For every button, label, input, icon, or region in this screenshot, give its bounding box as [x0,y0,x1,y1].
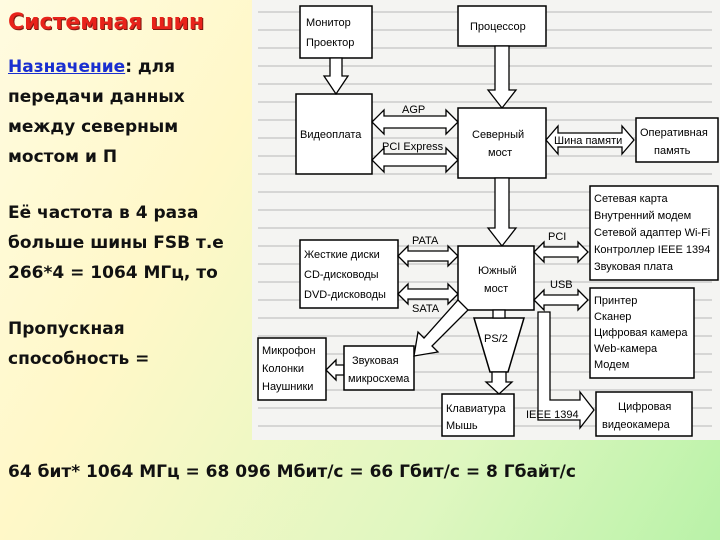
frequency-block: Её частота в 4 раза больше шины FSB т.е … [8,198,258,288]
north-bridge-box [457,107,547,179]
purpose-rest: : для [125,57,176,77]
disks-box [299,239,399,309]
cpu-north-arrow [486,45,518,110]
ieee1394-arrow [537,311,595,430]
ram-label-1: память [654,145,691,157]
video-card-box [295,93,373,175]
south-ps2-connector [492,309,506,319]
purpose-block: Назначение: для передачи данных между се… [8,52,258,172]
sata-label: SATA [412,303,440,315]
memory-bus-label: Шина памяти [554,135,622,147]
sound-chip-box [343,345,415,391]
ram-box [635,117,719,163]
keyboard-box [441,393,515,437]
disks-label-2: DVD-дисководы [304,289,386,301]
usb-device-4: Модем [594,359,629,371]
south-bridge-label-0: Южный [478,265,517,277]
ps2-keyboard-arrow [484,371,514,395]
monitor-label: Монитор [306,17,351,29]
north-south-arrow [486,177,518,248]
sound-chip-label-1: микросхема [348,373,410,385]
mouse-label: Мышь [446,420,478,432]
pci-express-label: PCI Express [382,141,444,153]
pci-device-2: Сетевой адаптер Wi-Fi [594,227,710,239]
audio-device-0: Микрофон [262,345,316,357]
projector-label: Проектор [306,37,354,49]
ram-label-0: Оперативная [640,127,708,139]
purpose-line-3: мостом и П [8,147,118,167]
pata-label: PATA [412,235,439,247]
ps2-label: PS/2 [484,333,508,345]
bandwidth-formula: 64 бит* 1064 МГц = 68 096 Мбит/с = 66 Гб… [8,462,576,482]
monitor-box [299,5,373,59]
south-bridge-label-1: мост [484,283,508,295]
purpose-line-2: между северным [8,117,179,137]
usb-device-0: Принтер [594,295,637,307]
bw-line-0: Пропускная [8,319,125,339]
usb-arrow [533,288,589,312]
bus-diagram: Монитор Проектор Процессор Видеоплата AG… [252,0,720,440]
usb-devices-box [589,287,695,379]
ps2-shape [472,317,526,373]
audio-devices-box [257,337,327,401]
slide-title: Системная шин [8,10,205,35]
north-bridge-label-1: мост [488,147,512,159]
pci-device-1: Внутренний модем [594,210,691,222]
memory-bus-arrow [545,124,635,156]
usb-device-2: Цифровая камера [594,327,688,339]
freq-line-2: 266*4 = 1064 МГц, то [8,263,218,283]
bandwidth-block: Пропускная способность = [8,314,258,374]
video-card-label: Видеоплата [300,129,362,141]
pata-arrow [397,244,459,268]
agp-label: AGP [402,104,425,116]
camcorder-box [595,391,693,437]
pci-arrow [533,240,589,264]
camcorder-label-1: видеокамера [602,419,671,431]
south-bridge-box [457,245,535,311]
processor-label: Процессор [470,21,526,33]
pci-device-0: Сетевая карта [594,193,669,205]
purpose-line-0: Назначение: для [8,52,258,82]
freq-line-1: больше шины FSB т.е [8,233,224,253]
purpose-label: Назначение [8,57,126,77]
sound-chip-label-0: Звуковая [352,355,399,367]
sata-arrow [397,282,459,306]
usb-label: USB [550,279,573,291]
usb-device-3: Web-камера [594,343,658,355]
audio-device-1: Колонки [262,363,304,375]
disks-label-0: Жесткие диски [304,249,380,261]
south-sound-arrow [413,299,469,357]
keyboard-label: Клавиатура [446,403,506,415]
pci-device-4: Звуковая плата [594,261,674,273]
pci-device-3: Контроллер IEEE 1394 [594,244,710,256]
usb-device-1: Сканер [594,311,631,323]
north-bridge-label-0: Северный [472,129,524,141]
audio-arrow [325,358,345,382]
camcorder-label-0: Цифровая [618,401,671,413]
purpose-line-1: передачи данных [8,87,185,107]
bw-line-1: способность = [8,349,150,369]
processor-box [457,5,547,47]
ieee1394-label: IEEE 1394 [526,409,579,421]
monitor-video-arrow [322,57,350,96]
freq-line-0: Её частота в 4 раза [8,203,199,223]
audio-device-2: Наушники [262,381,313,393]
pci-label: PCI [548,231,566,243]
pci-devices-box [589,185,719,281]
disks-label-1: CD-дисководы [304,269,379,281]
